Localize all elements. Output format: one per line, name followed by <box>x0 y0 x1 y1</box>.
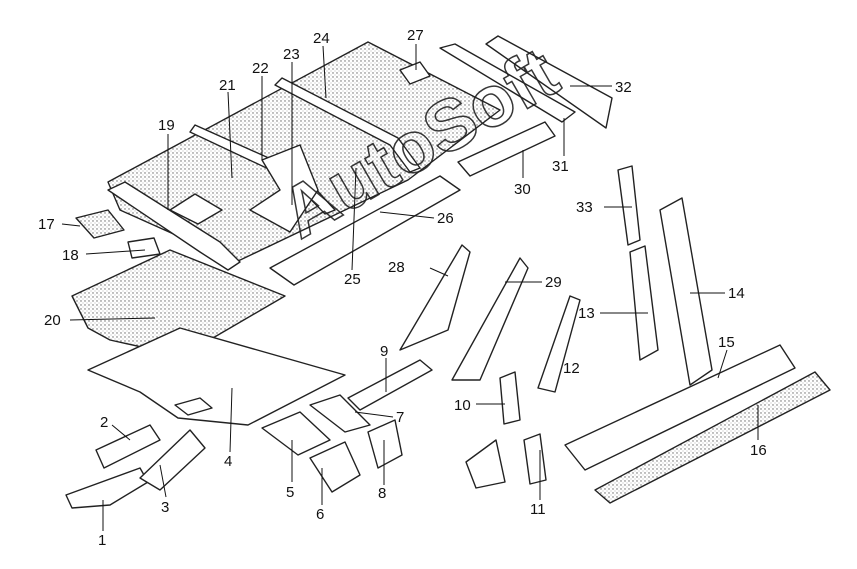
label-19: 19 <box>158 117 175 134</box>
label-20: 20 <box>44 312 61 329</box>
part-shape-2 <box>95 424 161 469</box>
part-shape-26 <box>269 175 461 286</box>
label-24: 24 <box>313 30 330 47</box>
label-21: 21 <box>219 77 236 94</box>
label-6: 6 <box>316 506 324 523</box>
part-shape-13 <box>629 245 659 361</box>
part-shape-roof-bow-24 <box>274 77 421 173</box>
part-shape-15 <box>564 344 796 471</box>
part-shape-1 <box>65 467 149 509</box>
part-shape-6 <box>309 441 361 493</box>
part-shape-7 <box>309 394 371 433</box>
label-16: 16 <box>750 442 767 459</box>
part-shape-30 <box>457 121 556 177</box>
label-8: 8 <box>378 485 386 502</box>
part-shape-18 <box>127 237 161 259</box>
label-10: 10 <box>454 397 471 414</box>
part-shape-31 <box>439 43 576 123</box>
label-30: 30 <box>514 181 531 198</box>
part-shape-8 <box>367 419 403 469</box>
leader-lines <box>61 44 759 531</box>
part-labels: 1 2 3 4 5 6 7 8 9 10 11 12 13 14 15 16 1… <box>38 27 767 549</box>
label-32: 32 <box>615 79 632 96</box>
part-shape-11 <box>523 433 547 485</box>
part-shape-3 <box>139 429 206 491</box>
part-shape-bracket-27 <box>399 61 431 85</box>
part-shapes <box>65 35 831 509</box>
label-13: 13 <box>578 305 595 322</box>
part-shape-33 <box>617 165 641 246</box>
part-shape-front-floor <box>87 327 346 426</box>
part-shape-5 <box>261 411 331 456</box>
label-4: 4 <box>224 453 232 470</box>
part-shape-28 <box>399 244 471 351</box>
label-15: 15 <box>718 334 735 351</box>
label-26: 26 <box>437 210 454 227</box>
label-28: 28 <box>388 259 405 276</box>
part-shape-17 <box>75 209 125 239</box>
label-27: 27 <box>407 27 424 44</box>
label-29: 29 <box>545 274 562 291</box>
label-14: 14 <box>728 285 745 302</box>
part-shape-9 <box>347 359 433 411</box>
part-shape-sunroof-frame <box>249 144 319 233</box>
label-12: 12 <box>563 360 580 377</box>
label-22: 22 <box>252 60 269 77</box>
label-17: 17 <box>38 216 55 233</box>
label-31: 31 <box>552 158 569 175</box>
part-shape-roof-front-frame <box>107 181 241 271</box>
part-shape-32 <box>485 35 613 129</box>
part-shape-12 <box>537 295 581 393</box>
part-shape-small-plate-21 <box>169 193 223 225</box>
label-18: 18 <box>62 247 79 264</box>
label-1: 1 <box>98 532 106 549</box>
part-shape-29 <box>451 257 529 381</box>
label-5: 5 <box>286 484 294 501</box>
label-33: 33 <box>576 199 593 216</box>
label-3: 3 <box>161 499 169 516</box>
label-23: 23 <box>283 46 300 63</box>
label-9: 9 <box>380 343 388 360</box>
label-2: 2 <box>100 414 108 431</box>
label-7: 7 <box>396 409 404 426</box>
part-shape-10 <box>499 371 521 425</box>
label-25: 25 <box>344 271 361 288</box>
label-11: 11 <box>530 501 546 518</box>
part-shape-11b <box>465 439 506 489</box>
part-shape-16 <box>594 371 831 504</box>
part-shape-14 <box>659 197 713 386</box>
part-shape-floor-crossmember <box>174 397 213 416</box>
